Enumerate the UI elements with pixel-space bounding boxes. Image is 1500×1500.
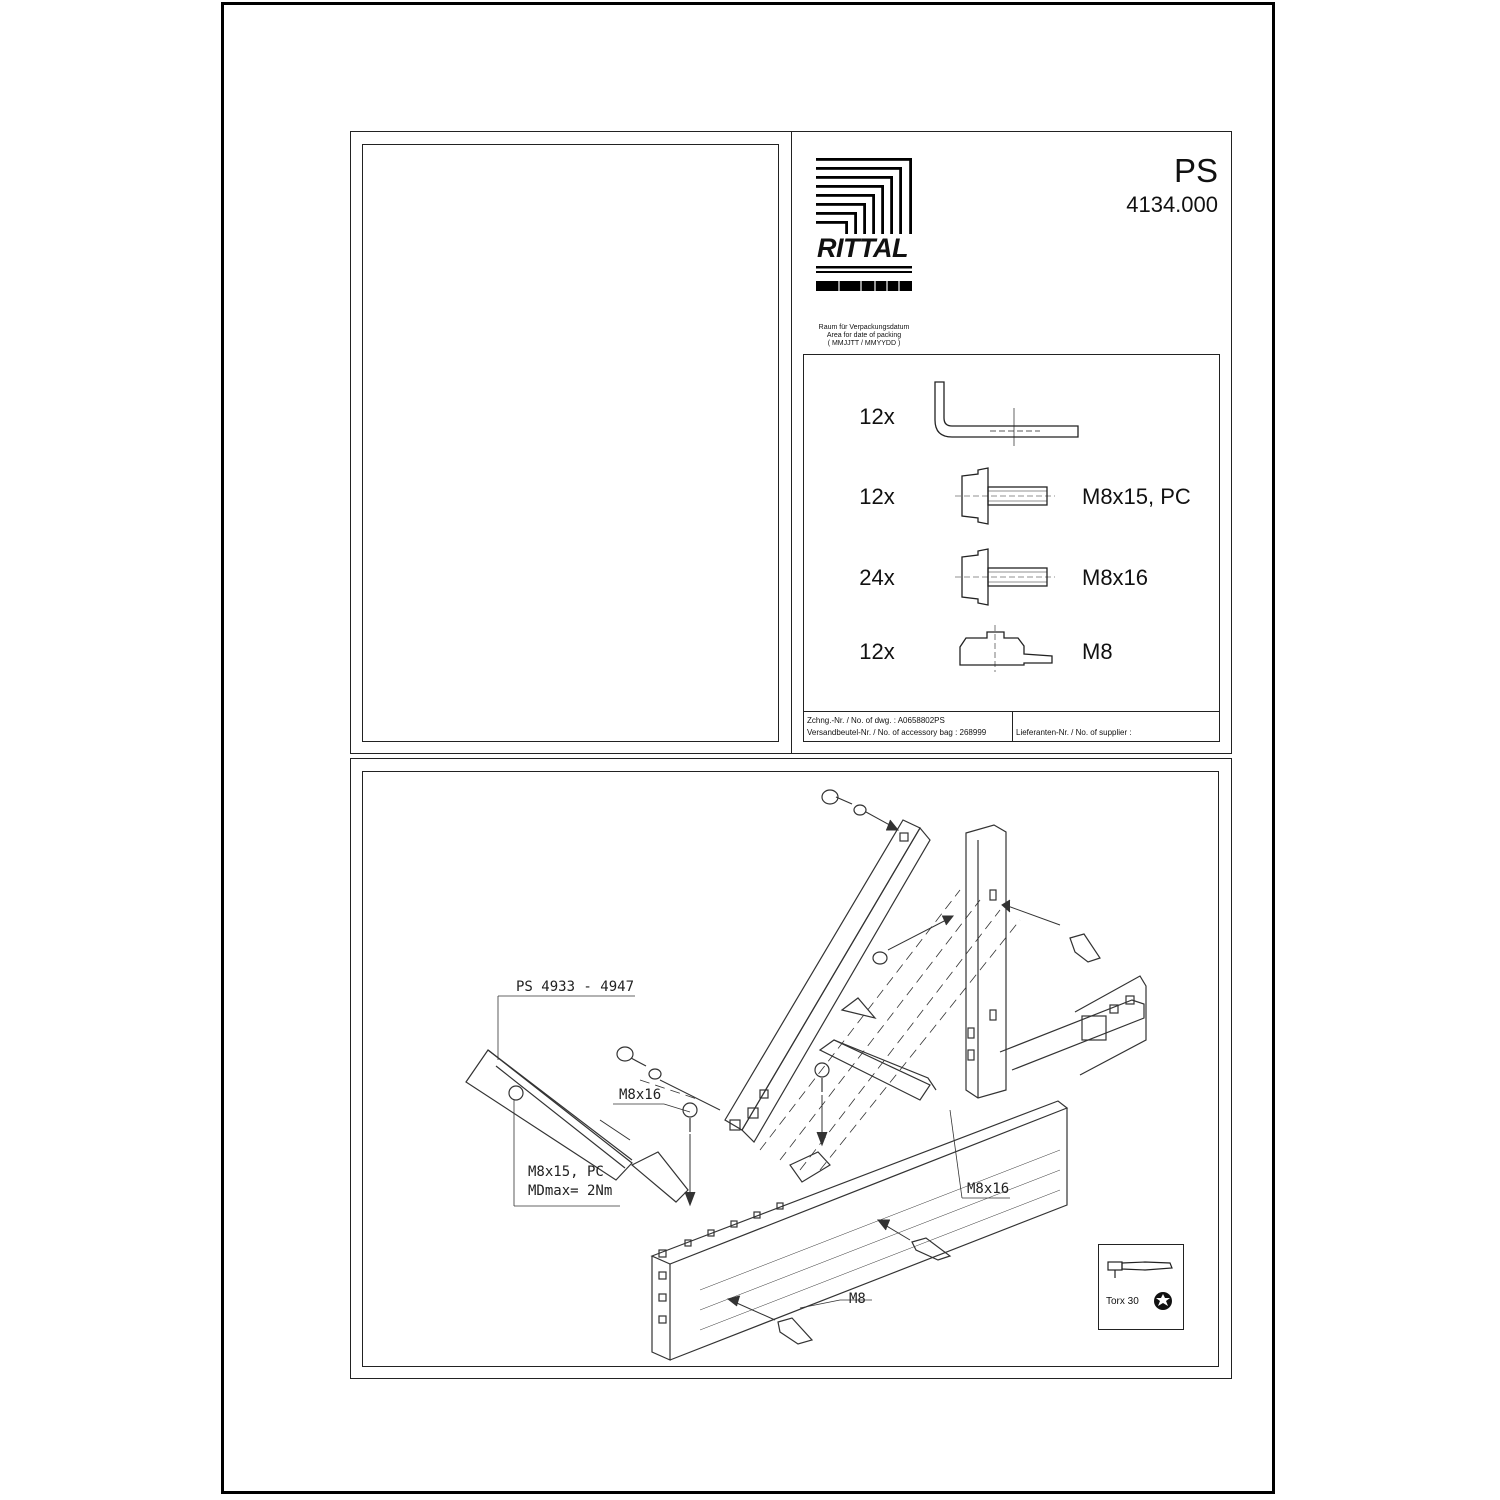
callout-screw-right: M8x16	[967, 1181, 1010, 1197]
part-qty-4: 12x	[859, 639, 895, 664]
callout-screw-pc: M8x15, PC	[528, 1164, 604, 1180]
footer-divider	[803, 711, 1220, 712]
info-panel	[791, 131, 1232, 754]
article-number: 4134.000	[1126, 192, 1218, 217]
part-spec-4: M8	[1082, 639, 1113, 664]
part-qty-1: 12x	[859, 404, 895, 429]
rittal-logo: RITTAL	[815, 157, 913, 295]
accessory-bag-number: Versandbeutel-Nr. / No. of accessory bag…	[807, 728, 987, 737]
packing-line-3: ( MMJJTT / MMYYDD )	[827, 340, 901, 347]
packing-date-area: Raum für Verpackungsdatum Area for date …	[800, 324, 928, 348]
logo-graphic	[816, 158, 912, 291]
packing-line-1: Raum für Verpackungsdatum	[818, 324, 910, 331]
blank-panel	[362, 144, 779, 742]
page-frame	[221, 2, 1275, 1494]
tool-box	[1098, 1244, 1184, 1330]
footer-vertical-divider	[1012, 711, 1013, 742]
brand-name: RITTAL	[817, 233, 908, 263]
part-spec-3: M8x16	[1082, 565, 1149, 590]
diagram-outer-box	[350, 758, 1232, 1379]
drawing-number: Zchng.-Nr. / No. of dwg. : A0658802PS	[807, 716, 945, 725]
part-qty-3: 24x	[859, 565, 895, 590]
packing-line-2: Area for date of packing	[826, 332, 902, 339]
supplier-number: Lieferanten-Nr. / No. of supplier :	[1016, 728, 1132, 737]
part-spec-2: M8x15, PC	[1082, 484, 1191, 509]
callout-nut: M8	[849, 1291, 866, 1307]
part-qty-2: 12x	[859, 484, 895, 509]
callout-torque: MDmax= 2Nm	[528, 1183, 613, 1199]
diagram-inner-box	[362, 771, 1219, 1367]
product-code: PS	[1173, 152, 1218, 189]
callout-series: PS 4933 - 4947	[516, 979, 635, 995]
parts-list-box	[803, 354, 1220, 742]
tool-label: Torx 30	[1106, 1296, 1139, 1307]
callout-screw-left: M8x16	[619, 1087, 662, 1103]
